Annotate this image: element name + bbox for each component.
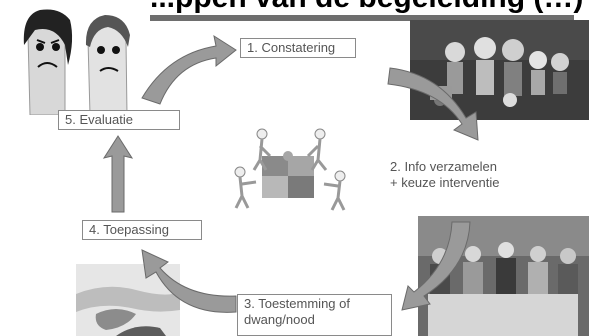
- finger-puppets-photo: [10, 5, 150, 115]
- slide-title: ...ppen van de begeleiding (…): [150, 0, 583, 13]
- step-toestemming: 3. Toestemming of dwang/nood: [237, 294, 392, 336]
- step-evaluatie: 5. Evaluatie: [58, 110, 180, 130]
- step-toestemming-label: 3. Toestemming of: [244, 296, 350, 311]
- title-underline: [40, 15, 574, 21]
- toy-figures-photo: [410, 20, 589, 120]
- step-toestemming-label-2: dwang/nood: [244, 312, 315, 327]
- arrow-constatering-to-info: [387, 67, 479, 141]
- step-evaluatie-label: 5. Evaluatie: [65, 112, 133, 127]
- step-info-verzamelen-label: 2. Info verzamelen: [390, 159, 497, 174]
- step-info-verzamelen: 2. Info verzamelen + keuze interventie: [390, 159, 540, 191]
- arrow-toepassing-to-evaluatie: [102, 135, 134, 213]
- step-toepassing-label: 4. Toepassing: [89, 222, 169, 237]
- arrow-evaluatie-to-constatering: [141, 34, 237, 105]
- holding-hands-photo: [76, 264, 180, 336]
- arrow-info-to-toestemming: [401, 221, 471, 311]
- step-constatering: 1. Constatering: [240, 38, 356, 58]
- arrow-toestemming-to-toepassing: [141, 249, 237, 313]
- step-toepassing: 4. Toepassing: [82, 220, 202, 240]
- step-constatering-label: 1. Constatering: [247, 40, 336, 55]
- step-info-verzamelen-label-2: + keuze interventie: [390, 175, 500, 190]
- puzzle-people-illustration: [222, 126, 360, 212]
